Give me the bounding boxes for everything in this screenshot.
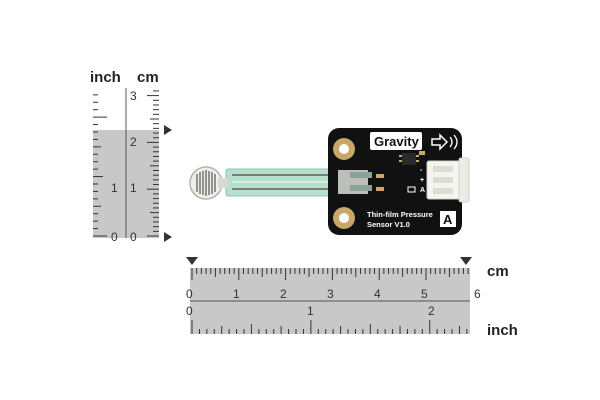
pin-label-plus: +	[420, 177, 424, 184]
pad-neck	[218, 178, 228, 188]
product-name-line2: Sensor V1.0	[367, 220, 410, 229]
vertical-cm-label-0: 0	[130, 230, 137, 244]
sensor-board: Gravity - + A Thin-film Pressure Sensor …	[328, 128, 462, 235]
gravity-logo-box	[370, 132, 422, 150]
chip-pin	[416, 160, 419, 162]
vertical-ruler: inch cm 0 1 0 1 2 3	[90, 69, 172, 244]
mount-hole-top-inner	[339, 144, 349, 154]
connector-slot	[433, 177, 453, 183]
horizontal-ruler: cm inch 0 1 2 3 4 5 6 0 1 2	[186, 257, 518, 339]
vertical-ruler-ticks	[93, 90, 159, 237]
smd-resistor	[407, 186, 416, 193]
horizontal-ruler-inch-unit: inch	[487, 322, 518, 339]
signal-wave-icon-outer	[453, 134, 458, 150]
vertical-cm-label-2: 2	[130, 135, 137, 149]
signal-type-label: A	[443, 212, 453, 227]
horizontal-cm-label-1: 1	[233, 287, 240, 301]
jst-connector	[426, 157, 470, 203]
vertical-ruler-inch-unit: inch	[90, 69, 121, 86]
pcb	[328, 128, 462, 235]
horizontal-ruler-cm-unit: cm	[487, 263, 509, 280]
gravity-logo-text: Gravity	[374, 134, 420, 149]
horizontal-ruler-ticks	[191, 268, 469, 334]
signal-type-box	[440, 211, 456, 227]
film-contact-top	[350, 172, 372, 178]
signal-wave-icon	[449, 136, 453, 148]
product-name-line1: Thin-film Pressure	[367, 210, 433, 219]
vertical-inch-label-0: 0	[111, 230, 118, 244]
arrow-icon	[431, 133, 449, 151]
pin-label-analog: A	[420, 187, 425, 194]
horizontal-right-marker-triangle	[460, 257, 472, 265]
vertical-inch-label-1: 1	[111, 181, 118, 195]
mount-hole-bottom-inner	[339, 213, 349, 223]
vertical-ruler-cm-unit: cm	[137, 69, 159, 86]
horizontal-inch-label-2: 2	[428, 304, 435, 318]
chip-pin	[399, 160, 402, 162]
pin-label-minus: -	[420, 167, 423, 174]
horizontal-cm-label-2: 2	[280, 287, 287, 301]
connector-slot	[433, 166, 453, 172]
connector-slot	[433, 188, 453, 194]
chip-pin	[399, 155, 402, 157]
connector-latch	[458, 157, 470, 203]
smd-component	[419, 151, 425, 155]
solder-pad	[376, 187, 384, 191]
chip-pin	[416, 155, 419, 157]
vertical-bottom-marker-triangle	[164, 232, 172, 242]
horizontal-inch-label-1: 1	[307, 304, 314, 318]
horizontal-cm-label-6: 6	[474, 287, 481, 301]
vertical-cm-label-1: 1	[130, 181, 137, 195]
horizontal-cm-label-0: 0	[186, 287, 193, 301]
solder-pad	[376, 174, 384, 178]
vertical-top-marker-triangle	[164, 125, 172, 135]
horizontal-cm-label-4: 4	[374, 287, 381, 301]
vertical-cm-label-3: 3	[130, 89, 137, 103]
horizontal-cm-label-3: 3	[327, 287, 334, 301]
sensing-pad-pattern	[196, 170, 216, 196]
horizontal-cm-label-5: 5	[421, 287, 428, 301]
film-contact-bottom	[350, 185, 372, 191]
chip-component	[402, 153, 416, 165]
horizontal-inch-label-0: 0	[186, 304, 193, 318]
horizontal-left-marker-triangle	[186, 257, 198, 265]
